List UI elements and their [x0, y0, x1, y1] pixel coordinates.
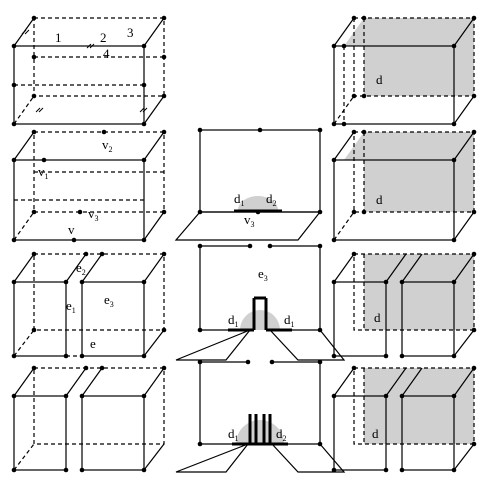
vertex-dots	[11, 251, 167, 359]
label-d2-bottom: d2	[276, 426, 287, 443]
label-e3-mid: e3	[258, 266, 268, 283]
vertex-dots	[11, 15, 167, 127]
label-e2: e2	[76, 260, 86, 277]
label-d: d	[374, 310, 381, 325]
label-d: d	[376, 72, 383, 87]
label-e3: e3	[104, 292, 114, 309]
cube-vertex-labels	[13, 131, 165, 241]
vertex-dots	[11, 129, 167, 243]
label-d1: d1	[234, 191, 245, 208]
flat-figure-d1-d2	[174, 127, 323, 241]
cube-edge	[143, 17, 165, 47]
shaded-dome	[238, 196, 278, 210]
edge-label-2: 2	[100, 30, 107, 45]
cube-split-e-labels	[13, 253, 165, 357]
label-d: d	[372, 426, 379, 441]
flat-figure-split	[175, 359, 346, 473]
label-v2: v2	[102, 137, 113, 154]
cube-split-bottom	[13, 367, 165, 471]
label-e-bottom: e	[90, 336, 96, 351]
cube-numbered-edges	[13, 17, 165, 125]
edge-label-1: 1	[55, 30, 62, 45]
label-d2: d2	[266, 191, 277, 208]
cube-edge	[143, 95, 165, 125]
cube-split-shaded-bottom	[331, 365, 477, 473]
cube-split-shaded	[331, 251, 477, 359]
label-d1-mid: d1	[228, 312, 239, 329]
label-e1: e1	[66, 298, 76, 315]
shaded-dome	[240, 310, 280, 330]
label-v3-a: v3	[88, 206, 99, 223]
tick-marks	[21, 29, 148, 113]
label-v1: v1	[38, 164, 49, 181]
edge-label-4: 4	[103, 46, 110, 61]
edge-label-3: 3	[127, 25, 134, 40]
label-d: d	[376, 192, 383, 207]
label-v-bottom: v	[68, 222, 75, 237]
cube-shaded-face	[331, 15, 477, 127]
cube-back-face	[33, 17, 165, 97]
flat-figure-e3	[175, 243, 346, 361]
label-d-right: d1	[284, 312, 295, 329]
label-v3: v3	[244, 212, 255, 229]
cube-shaded-face	[331, 129, 477, 243]
vertex-dots	[11, 365, 167, 473]
shaded-dome	[236, 420, 284, 444]
label-d1-bottom: d1	[228, 426, 239, 443]
cube-edge	[13, 95, 35, 125]
